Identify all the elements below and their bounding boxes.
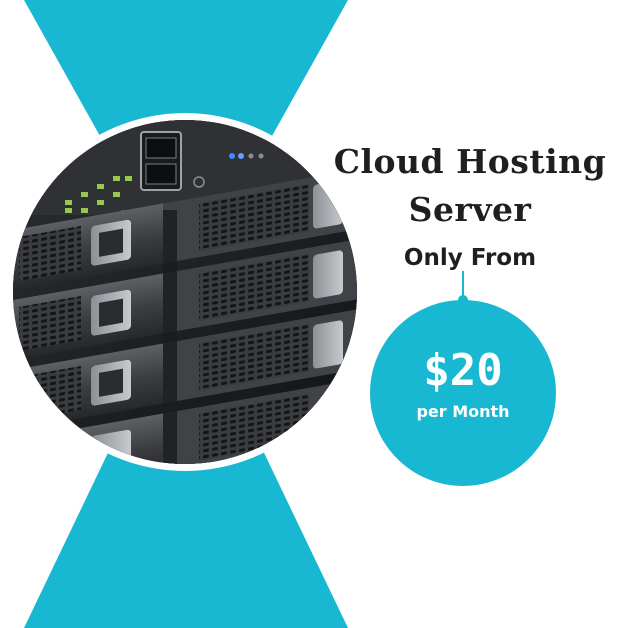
- rack-rail: [163, 210, 177, 464]
- server-rack-photo: [13, 120, 357, 464]
- price-amount: $20: [423, 345, 503, 396]
- price-period: per Month: [416, 402, 510, 421]
- headline-line-2: Server: [408, 190, 532, 229]
- drive-bay-row-2: [13, 239, 357, 360]
- price-badge: [370, 300, 556, 486]
- connector-line: [462, 271, 464, 298]
- headline-line-1: Cloud Hosting: [333, 142, 607, 181]
- price-subhead: Only From: [403, 245, 537, 271]
- drive-bay-row-1: [13, 169, 357, 290]
